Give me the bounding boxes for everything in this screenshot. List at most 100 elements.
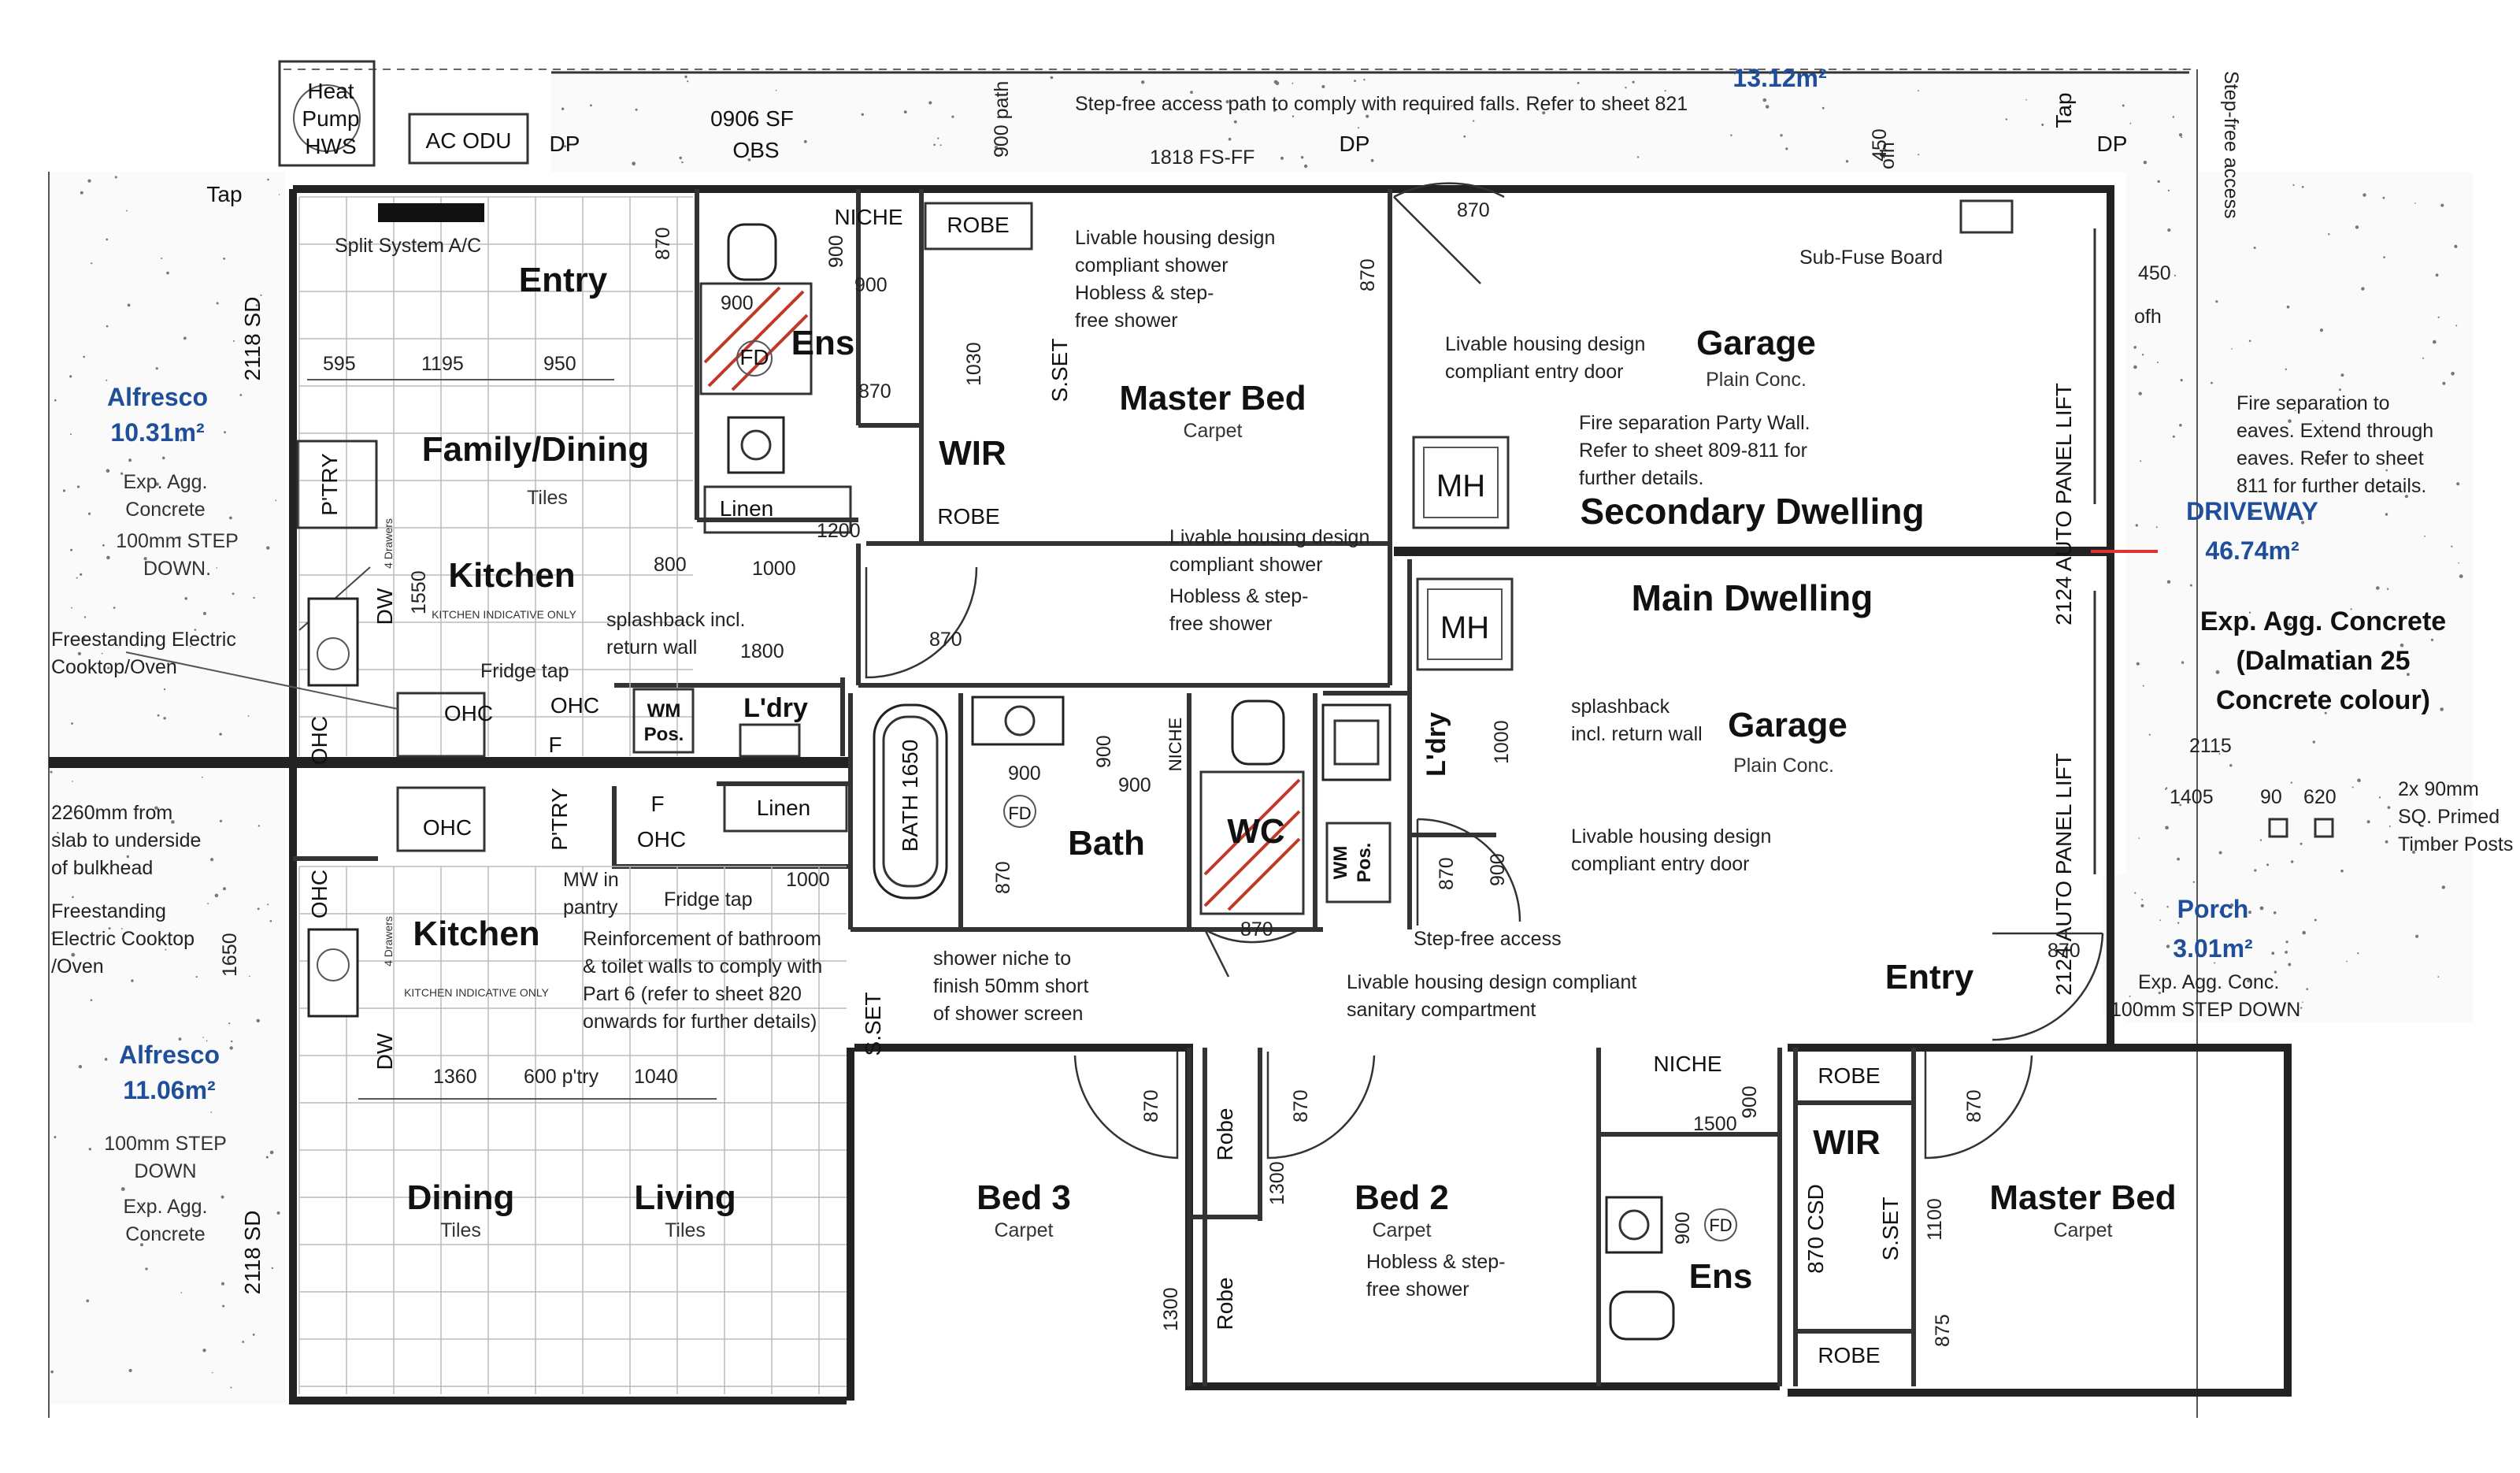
heat-pump-label-1: Heat: [307, 79, 354, 103]
alfresco-top-area: 10.31m²: [110, 418, 204, 447]
livable-entry-bottom-1: Livable housing design: [1571, 826, 1771, 848]
dim-1550: 1550: [408, 570, 430, 614]
dim-900-ens-shower: 900: [721, 292, 754, 314]
fire-eaves-3: eaves. Refer to sheet: [2236, 447, 2424, 469]
wir-top-label: WIR: [939, 434, 1006, 473]
mw-pantry-2: pantry: [563, 896, 618, 918]
fridge-tap-bottom: Fridge tap: [664, 889, 753, 911]
external-walls: [289, 185, 2292, 1404]
ptry-bottom: P'TRY: [547, 788, 572, 851]
shower-niche-1: shower niche to: [933, 948, 1071, 970]
timber-posts-1: 2x 90mm: [2398, 778, 2479, 800]
garage-top-floor: Plain Conc.: [1706, 369, 1807, 391]
entry-bottom-label: Entry: [1885, 958, 1974, 996]
step-free-access-label: Step-free access: [1414, 928, 1562, 950]
dim-900-ens-v: 900: [825, 235, 847, 268]
s-set-bath: S.SET: [861, 993, 885, 1056]
niche-bottom-label: NICHE: [1653, 1052, 1721, 1076]
timber-posts-3: Timber Posts: [2398, 833, 2513, 855]
wm-pos-top-box: [632, 688, 695, 754]
sd-bottom: 2118 SD: [240, 1211, 265, 1295]
dim-870-master-bottom: 870: [1963, 1089, 1985, 1122]
master-bed-bottom-floor: Carpet: [2053, 1219, 2112, 1241]
ens-bottom-basin: [1605, 1196, 1663, 1254]
mh-bottom-inner: [1427, 588, 1503, 660]
ens-bottom-basin-bowl: [1618, 1209, 1650, 1241]
livable-shower-mid-2: compliant shower: [1169, 554, 1323, 576]
wm-pos-top-2: Pos.: [644, 724, 684, 745]
shower-niche-3: of shower screen: [933, 1003, 1083, 1025]
alfresco-bottom-area: 11.06m²: [123, 1076, 215, 1104]
door-swing-ldry: [1416, 818, 1521, 926]
niche-bath: NICHE: [1166, 718, 1185, 771]
family-dining-floor: Tiles: [527, 487, 568, 509]
fire-party-wall-1: Fire separation Party Wall.: [1579, 412, 1810, 434]
niche-top-label: NICHE: [834, 205, 902, 229]
sink-top-bowl: [317, 637, 350, 670]
bulkhead-3: of bulkhead: [51, 857, 153, 879]
dim-870-master-top: 870: [929, 629, 962, 651]
wm-pos-bottom-box: [1325, 822, 1392, 903]
ofh-right: ofh: [2134, 306, 2162, 328]
dim-870-bed2: 870: [1290, 1089, 1312, 1122]
reinforcement-3: Part 6 (refer to sheet 820: [583, 983, 802, 1005]
tap-label-right: Tap: [2051, 92, 2076, 128]
dp-label-1: DP: [550, 132, 580, 156]
garage-bottom-label: Garage: [1728, 706, 1847, 744]
dim-900-ldry: 900: [1487, 853, 1509, 886]
livable-shower-mid-3: Hobless & step-: [1169, 585, 1308, 607]
obs-label-1: 0906 SF: [710, 106, 794, 131]
heat-pump-box: [278, 60, 376, 167]
fire-party-wall-3: further details.: [1579, 467, 1703, 489]
fire-party-wall-2: Refer to sheet 809-811 for: [1579, 440, 1807, 462]
linen-top-label: Linen: [720, 496, 774, 521]
living-label: Living: [634, 1178, 736, 1217]
concrete-left-bottom-4: Concrete: [125, 1223, 205, 1245]
ens-top-basin: [727, 416, 785, 474]
dim-1000-ldry: 1000: [1491, 720, 1513, 764]
csd-label: 870 CSD: [1803, 1184, 1828, 1274]
splashback-kitchen-2: return wall: [606, 636, 697, 659]
dim-900-ens-h: 900: [854, 274, 888, 296]
concrete-speckle: [50, 75, 2463, 1389]
ens-top-basin-bowl: [740, 429, 772, 461]
garage-top-label: Garage: [1696, 324, 1816, 362]
ens-top-shower-hatch: [699, 282, 813, 395]
concrete-right-2: (Dalmatian 25: [2236, 646, 2410, 676]
robe-bottom-1: ROBE: [1818, 1063, 1880, 1088]
wm-pos-bottom-1: WM: [1330, 846, 1351, 880]
tap-label-left: Tap: [206, 182, 242, 206]
concrete-areas: [49, 69, 2473, 1404]
robe-bottom-2: ROBE: [1818, 1343, 1880, 1367]
fs-ff-label: 1818 FS-FF: [1150, 147, 1254, 169]
livable-sanitary-2: sanitary compartment: [1347, 999, 1536, 1021]
ens-bottom-label: Ens: [1689, 1257, 1753, 1296]
dim-90: 90: [2260, 786, 2282, 808]
bed2-label: Bed 2: [1354, 1178, 1449, 1217]
sink-top: [307, 597, 359, 687]
fd-bath-label: FD: [1008, 803, 1031, 823]
dim-870-entry: 870: [652, 227, 674, 260]
ohc-bottom-1: OHC: [637, 827, 686, 852]
dim-600-ptry: 600 p'try: [524, 1066, 599, 1088]
fd-top-circle: [736, 340, 773, 377]
alfresco-left-area: [49, 172, 285, 1404]
shower-niche-2: finish 50mm short: [933, 975, 1088, 997]
fd-bath: [1003, 795, 1036, 828]
s-set-bottom: S.SET: [1878, 1197, 1903, 1261]
sink-bottom: [307, 928, 359, 1018]
dim-870-garage-top: 870: [1457, 199, 1490, 221]
tile-grid-top: [298, 196, 693, 756]
dim-2115: 2115: [2189, 735, 2232, 757]
bath-tub: [873, 703, 948, 900]
kitchen-top-label: Kitchen: [448, 556, 575, 595]
timber-posts-2: SQ. Primed: [2398, 806, 2500, 828]
porch-note-2: 100mm STEP DOWN: [2110, 999, 2300, 1021]
path-width-label: 900 path: [991, 81, 1013, 158]
secondary-dwelling-label: Secondary Dwelling: [1580, 491, 1924, 532]
bath-tub-inner: [882, 715, 939, 888]
dim-1195: 1195: [421, 353, 464, 375]
obs-label-2: OBS: [732, 138, 779, 162]
concrete-right-1: Exp. Agg. Concrete: [2200, 607, 2446, 636]
